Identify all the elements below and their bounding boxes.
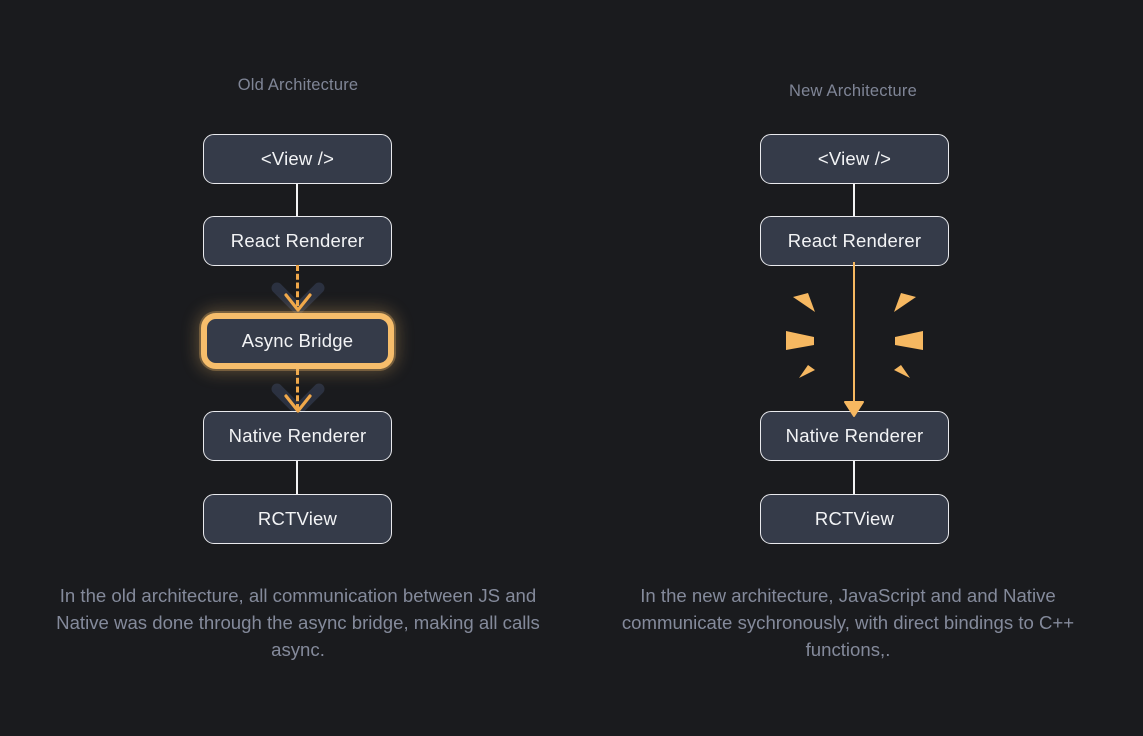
dashed-connector-react-to-bridge: [296, 265, 299, 306]
new-architecture-caption: In the new architecture, JavaScript and …: [621, 585, 1075, 660]
node-react-renderer[interactable]: React Renderer: [203, 216, 392, 266]
direct-binding-connector: [853, 262, 856, 414]
dashed-connector-bridge-to-native: [296, 369, 299, 410]
node-native-renderer[interactable]: Native Renderer: [203, 411, 392, 461]
connector-view-to-react-renderer: [853, 183, 855, 216]
connector-native-renderer-to-rctview: [853, 461, 855, 494]
new-architecture-column: New Architecture <View /> React Renderer…: [603, 0, 1103, 736]
new-architecture-title: New Architecture: [789, 82, 917, 100]
node-view[interactable]: <View />: [760, 134, 949, 184]
node-view[interactable]: <View />: [203, 134, 392, 184]
old-architecture-caption: In the old architecture, all communicati…: [56, 585, 540, 660]
connector-native-renderer-to-rctview: [296, 461, 298, 494]
node-react-renderer[interactable]: React Renderer: [760, 216, 949, 266]
old-architecture-column: Old Architecture <View /> React Renderer…: [48, 0, 548, 736]
node-rctview[interactable]: RCTView: [203, 494, 392, 544]
old-architecture-title: Old Architecture: [237, 76, 359, 94]
node-rctview[interactable]: RCTView: [760, 494, 949, 544]
node-async-bridge[interactable]: Async Bridge: [201, 313, 394, 369]
connector-view-to-react-renderer: [296, 183, 298, 216]
node-native-renderer[interactable]: Native Renderer: [760, 411, 949, 461]
